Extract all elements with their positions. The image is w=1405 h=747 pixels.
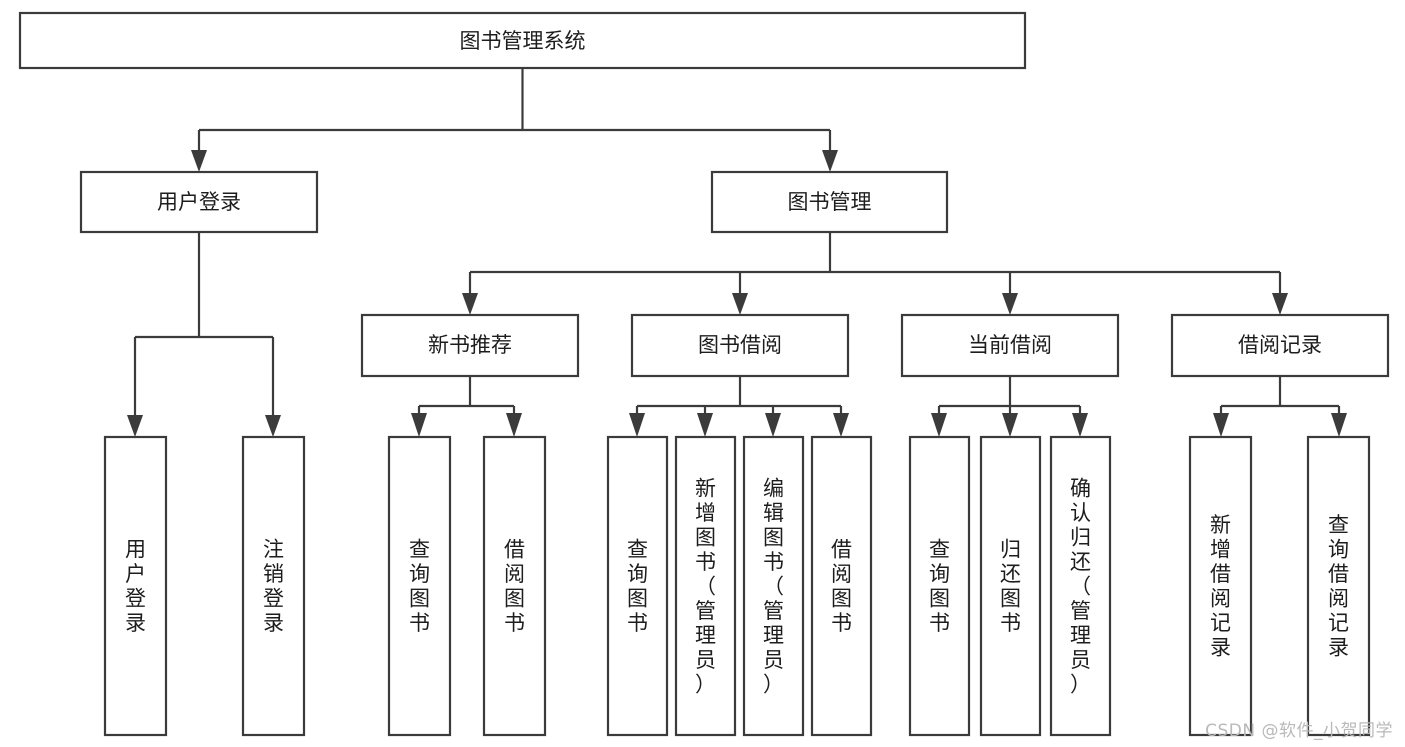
current-borrow-box[interactable]	[900, 313, 1120, 378]
leaf-node[interactable]: 确认归还（管理员）	[1049, 435, 1112, 737]
user-login-label: 用户登录	[157, 190, 241, 214]
arrow-br-leaf1	[1213, 413, 1229, 437]
leaf-label: 新增图书（管理员）	[695, 476, 716, 696]
book-borrow-box[interactable]	[630, 313, 850, 378]
current-borrow-label: 当前借阅	[968, 333, 1052, 357]
leaf-box[interactable]	[742, 435, 805, 737]
connector-layer	[127, 68, 1347, 437]
node-book-borrow[interactable]: 图书借阅	[630, 313, 850, 378]
new-book-recommend-label: 新书推荐	[428, 333, 512, 357]
user-login-box[interactable]	[79, 170, 319, 234]
leaf-box[interactable]	[908, 435, 971, 737]
arrow-to-book-borrow	[732, 293, 748, 315]
arrow-to-new-book-rec	[462, 293, 478, 315]
leaf-label: 借阅图书	[504, 538, 525, 636]
book-borrow-label: 图书借阅	[698, 333, 782, 357]
leaf-label: 查询图书	[929, 538, 950, 636]
leaf-node[interactable]: 注销登录	[241, 435, 306, 737]
leaf-node[interactable]: 查询图书	[387, 435, 452, 737]
borrow-record-label: 借阅记录	[1238, 333, 1322, 357]
leaf-label: 查询借阅记录	[1328, 513, 1349, 660]
arrow-cb-leaf1	[931, 413, 947, 437]
leaf-node[interactable]: 借阅图书	[482, 435, 547, 737]
new-book-recommend-box[interactable]	[360, 313, 580, 378]
leaf-node[interactable]: 借阅图书	[810, 435, 873, 737]
leaf-box[interactable]	[979, 435, 1042, 737]
leaf-box[interactable]	[1049, 435, 1112, 737]
leaf-box[interactable]	[103, 435, 168, 737]
arrow-root-to-user-login	[191, 150, 207, 172]
root-label: 图书管理系统	[460, 29, 586, 53]
leaf-node[interactable]: 查询图书	[908, 435, 971, 737]
leaf-label: 归还图书	[1000, 538, 1021, 636]
leaf-label: 编辑图书（管理员）	[763, 476, 784, 696]
leaf-box[interactable]	[1188, 435, 1253, 737]
arrow-to-leaf-logout	[265, 415, 281, 437]
node-book-management[interactable]: 图书管理	[710, 170, 949, 234]
node-user-login[interactable]: 用户登录	[79, 170, 319, 234]
leaf-box[interactable]	[482, 435, 547, 737]
book-management-label: 图书管理	[788, 190, 872, 214]
arrow-br-leaf2	[1331, 413, 1347, 437]
leaf-label: 借阅图书	[831, 538, 852, 636]
leaf-box[interactable]	[810, 435, 873, 737]
leaf-node[interactable]: 归还图书	[979, 435, 1042, 737]
book-management-box[interactable]	[710, 170, 949, 234]
arrow-bb-leaf1	[629, 413, 645, 437]
arrow-root-to-book-mgmt	[822, 150, 838, 172]
node-layer: 图书管理系统 用户登录 图书管理 新书推荐 图书借阅 当前	[18, 11, 1390, 737]
arrow-to-borrow-record	[1272, 293, 1288, 315]
arrow-bb-leaf3	[765, 413, 781, 437]
leaf-node[interactable]: 查询借阅记录	[1306, 435, 1371, 737]
leaf-node[interactable]: 查询图书	[606, 435, 669, 737]
arrow-nbr-leaf1	[411, 413, 427, 437]
root-box[interactable]	[18, 11, 1027, 70]
leaf-label: 新增借阅记录	[1210, 513, 1231, 660]
arrow-to-current-borrow	[1002, 293, 1018, 315]
arrow-nbr-leaf2	[506, 413, 522, 437]
node-root-system[interactable]: 图书管理系统	[18, 11, 1027, 70]
leaf-box[interactable]	[606, 435, 669, 737]
leaf-label: 确认归还（管理员）	[1070, 476, 1091, 696]
leaf-label: 查询图书	[409, 538, 430, 636]
arrow-bb-leaf4	[833, 413, 849, 437]
node-borrow-record[interactable]: 借阅记录	[1170, 313, 1390, 378]
node-new-book-recommend[interactable]: 新书推荐	[360, 313, 580, 378]
leaf-node[interactable]: 编辑图书（管理员）	[742, 435, 805, 737]
leaf-node-layer: 用户登录 注销登录 查询图书 借阅图书 查询图书 新增图书（管理员） 编辑图书（管理员） 借阅…	[103, 435, 1371, 737]
leaf-box[interactable]	[674, 435, 737, 737]
leaf-label: 查询图书	[627, 538, 648, 636]
leaf-box[interactable]	[387, 435, 452, 737]
arrow-bb-leaf2	[697, 413, 713, 437]
borrow-record-box[interactable]	[1170, 313, 1390, 378]
leaf-node[interactable]: 新增图书（管理员）	[674, 435, 737, 737]
leaf-box[interactable]	[241, 435, 306, 737]
leaf-label: 用户登录	[125, 538, 146, 636]
leaf-node[interactable]: 新增借阅记录	[1188, 435, 1253, 737]
leaf-box[interactable]	[1306, 435, 1371, 737]
node-current-borrow[interactable]: 当前借阅	[900, 313, 1120, 378]
arrow-cb-leaf3	[1072, 413, 1088, 437]
arrow-cb-leaf2	[1002, 413, 1018, 437]
leaf-node[interactable]: 用户登录	[103, 435, 168, 737]
leaf-label: 注销登录	[263, 538, 284, 636]
arrow-to-leaf-user-login	[127, 415, 143, 437]
